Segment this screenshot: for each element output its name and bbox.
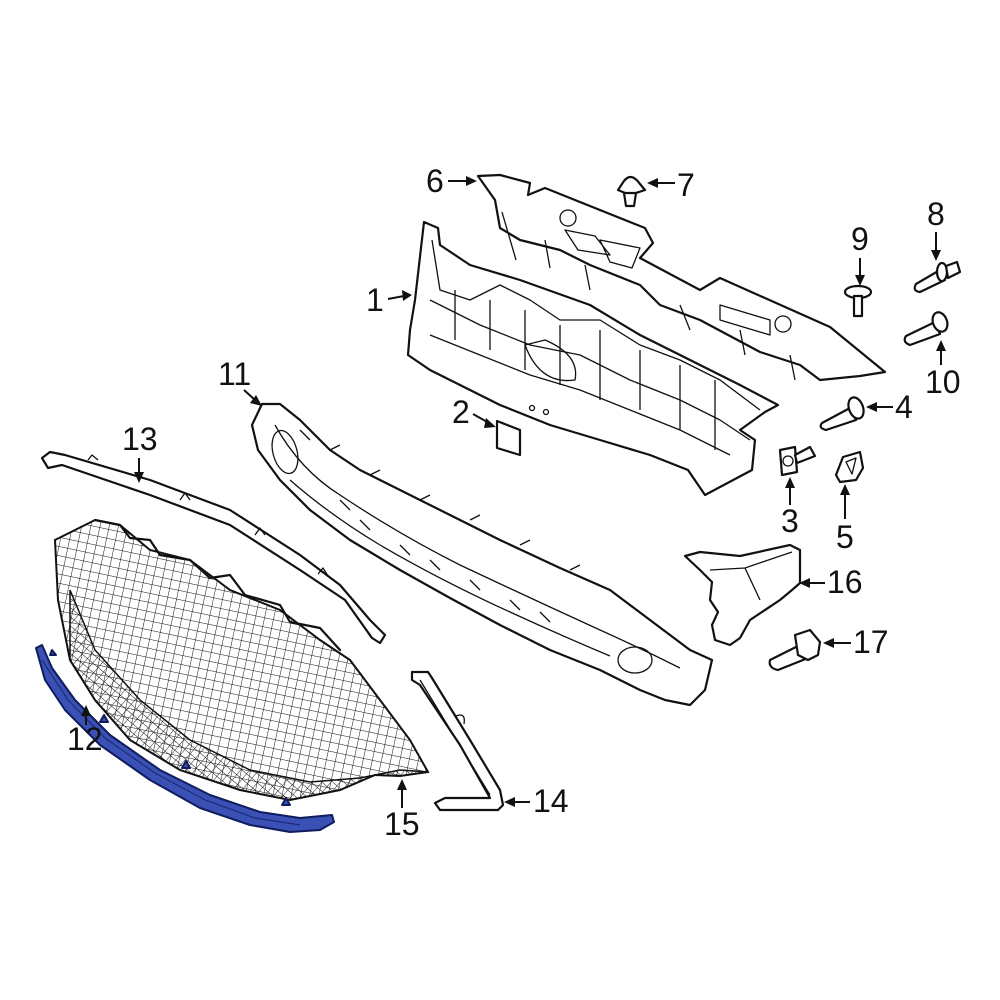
callout-4: 4 — [866, 389, 913, 425]
callout-label-12: 12 — [67, 721, 103, 757]
callout-label-3: 3 — [781, 503, 799, 539]
callout-label-9: 9 — [851, 221, 869, 257]
callout-11: 11 — [218, 356, 262, 406]
part-17-bolt[interactable] — [768, 628, 822, 672]
callout-label-4: 4 — [895, 389, 913, 425]
part-11-lower-grille-bezel[interactable] — [250, 402, 714, 707]
part-16-side-deflector[interactable] — [683, 543, 802, 647]
callout-12: 12 — [67, 705, 103, 757]
callout-label-15: 15 — [384, 806, 420, 842]
part-3-nut-clip[interactable] — [778, 445, 817, 477]
callout-17: 17 — [823, 624, 889, 660]
part-2-pad[interactable] — [495, 419, 522, 457]
callout-label-11: 11 — [218, 356, 251, 392]
callout-2: 2 — [452, 394, 496, 430]
part-7-push-clip[interactable] — [616, 175, 647, 208]
callout-label-1: 1 — [366, 282, 384, 318]
callout-8: 8 — [927, 196, 945, 261]
callout-label-7: 7 — [677, 167, 695, 203]
callout-label-13: 13 — [122, 421, 158, 457]
callout-16: 16 — [799, 564, 863, 600]
callout-label-8: 8 — [927, 196, 945, 232]
callout-7: 7 — [647, 167, 695, 203]
part-1-grille-reinforcement[interactable] — [406, 220, 780, 497]
callout-15: 15 — [384, 779, 420, 842]
part-9-screw[interactable] — [843, 284, 873, 318]
callout-label-14: 14 — [533, 783, 569, 819]
part-10-screw[interactable] — [903, 310, 950, 347]
part-12-lower-trim-strip-highlighted[interactable] — [35, 644, 335, 833]
callout-label-10: 10 — [925, 364, 961, 400]
callout-label-5: 5 — [836, 519, 854, 555]
callout-10: 10 — [925, 340, 961, 400]
callout-label-6: 6 — [426, 163, 444, 199]
callout-9: 9 — [851, 221, 869, 286]
callout-5: 5 — [836, 484, 854, 555]
part-6-upper-bracket[interactable] — [476, 173, 887, 382]
callout-label-2: 2 — [452, 394, 470, 430]
callout-label-16: 16 — [827, 564, 863, 600]
part-5-clip[interactable] — [834, 450, 865, 484]
callout-14: 14 — [504, 783, 569, 819]
callout-label-17: 17 — [853, 624, 889, 660]
part-14-side-bracket[interactable] — [410, 670, 505, 812]
callout-6: 6 — [426, 163, 477, 199]
callout-3: 3 — [781, 477, 799, 539]
part-8-push-pin[interactable] — [913, 260, 962, 294]
part-4-screw[interactable] — [819, 395, 867, 432]
callout-13: 13 — [122, 421, 158, 483]
part-15-mesh-grille[interactable] — [53, 518, 430, 802]
callout-1: 1 — [366, 282, 412, 318]
